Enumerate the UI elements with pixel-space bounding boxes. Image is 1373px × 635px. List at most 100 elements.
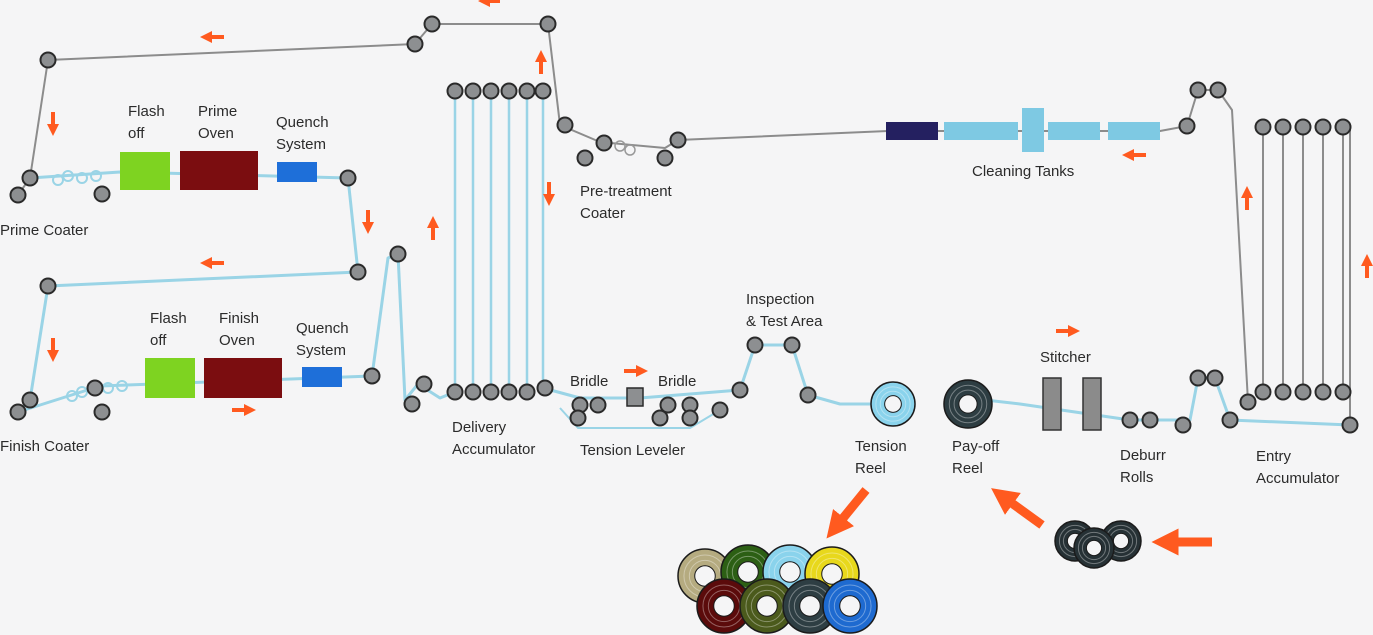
roller	[595, 134, 613, 152]
roller	[482, 383, 500, 401]
roller	[1209, 81, 1227, 99]
label-stitcher: Stitcher	[1040, 349, 1091, 366]
leveler-block	[626, 387, 644, 407]
roller	[669, 131, 687, 149]
roller	[39, 277, 57, 295]
entry-strip	[967, 376, 1351, 427]
roller	[1239, 393, 1257, 411]
roller	[556, 116, 574, 134]
roller	[423, 15, 441, 33]
stitcher-right	[1082, 377, 1102, 431]
roller	[1254, 118, 1272, 136]
delivery-accumulator-strands	[453, 91, 545, 392]
roller	[569, 409, 587, 427]
roller	[711, 401, 729, 419]
payoff-reel-coil	[943, 379, 993, 429]
finished-coil	[696, 578, 752, 634]
roller	[1294, 383, 1312, 401]
roller	[1221, 411, 1239, 429]
roller	[681, 409, 699, 427]
roller	[93, 185, 111, 203]
incoming-coil	[1100, 520, 1142, 562]
arrow-to-finished-coils	[826, 487, 870, 539]
cleaning-tank-2	[1022, 108, 1044, 152]
label-finish-coater: Finish Coater	[0, 438, 89, 455]
quench-box-1	[277, 162, 317, 182]
roller	[1174, 416, 1192, 434]
label-cleaning-tanks: Cleaning Tanks	[972, 163, 1074, 180]
roller	[746, 336, 764, 354]
flow-arrows	[47, 0, 1373, 416]
pretreatment-coater-rolls	[614, 140, 636, 156]
roller	[446, 383, 464, 401]
roller	[406, 35, 424, 53]
cleaning-tank-4	[1108, 122, 1160, 140]
entry-accumulator-strands	[1262, 127, 1351, 425]
roller	[349, 263, 367, 281]
roller	[1254, 383, 1272, 401]
rollers	[9, 15, 1359, 434]
roller	[518, 383, 536, 401]
roller	[21, 391, 39, 409]
label-tension-leveler: Tension Leveler	[580, 442, 685, 459]
prime-coater-rolls	[52, 170, 102, 186]
finished-coil	[822, 578, 878, 634]
roller	[363, 367, 381, 385]
roller	[539, 15, 557, 33]
roller	[9, 403, 27, 421]
label-bridle-right: Bridle	[658, 373, 696, 390]
roller	[39, 51, 57, 69]
roller	[576, 149, 594, 167]
roller	[415, 375, 433, 393]
big-arrows	[826, 487, 1212, 556]
coils	[677, 379, 1142, 634]
roller	[1178, 117, 1196, 135]
roller	[651, 409, 669, 427]
roller	[482, 82, 500, 100]
top-return-strip	[547, 23, 1249, 403]
tension-reel-coil	[870, 381, 916, 427]
roller	[659, 396, 677, 414]
roller	[518, 82, 536, 100]
roller	[464, 82, 482, 100]
cleaning-tank-3	[1048, 122, 1100, 140]
incoming-coil	[1073, 527, 1115, 569]
roller	[86, 379, 104, 397]
label-prime-coater: Prime Coater	[0, 222, 88, 239]
roller	[500, 82, 518, 100]
roller	[1334, 118, 1352, 136]
label-inspection: Inspection& Test Area	[746, 291, 823, 330]
roller	[1314, 118, 1332, 136]
roller	[1189, 81, 1207, 99]
roller	[799, 386, 817, 404]
roller	[339, 169, 357, 187]
roller	[500, 383, 518, 401]
roller	[783, 336, 801, 354]
roller	[1121, 411, 1139, 429]
quench-box-2	[302, 367, 342, 387]
cleaning-tank-dark	[886, 122, 938, 140]
roller	[464, 383, 482, 401]
arrow-to-payoff	[991, 488, 1045, 529]
roller	[1314, 383, 1332, 401]
roller	[656, 149, 674, 167]
roller	[1141, 411, 1159, 429]
roller	[9, 186, 27, 204]
roller	[1341, 416, 1359, 434]
roller	[1334, 383, 1352, 401]
roller	[1206, 369, 1224, 387]
roller	[1274, 383, 1292, 401]
roller	[1274, 118, 1292, 136]
roller	[21, 169, 39, 187]
